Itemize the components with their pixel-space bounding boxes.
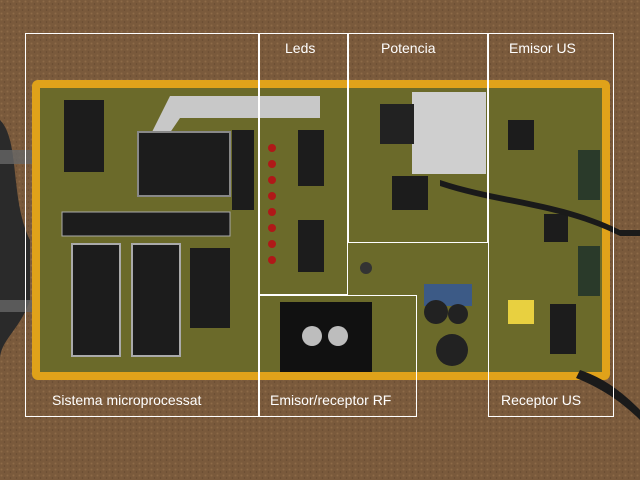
rf-crystal-2 — [328, 326, 348, 346]
dip-chip-5 — [232, 130, 254, 210]
region-emisor-us — [488, 33, 614, 417]
led-column — [268, 144, 276, 264]
power-chip — [392, 176, 428, 210]
cable-left-gray — [0, 150, 40, 164]
capacitor-2 — [448, 304, 468, 324]
power-transistor — [380, 104, 414, 144]
region-leds — [259, 33, 348, 295]
label-potencia: Potencia — [381, 40, 436, 56]
region-potencia — [348, 33, 488, 243]
ribbon-cable — [148, 96, 320, 140]
capacitor-1 — [424, 300, 448, 324]
cable-bottom-right — [576, 370, 640, 420]
led-chip-2 — [298, 220, 324, 272]
us-chip-2 — [550, 304, 576, 354]
dip-chip-2 — [131, 243, 181, 357]
cable-right — [440, 180, 640, 236]
label-micro: Sistema microprocessat — [52, 392, 202, 408]
dip-chip-1 — [71, 243, 121, 357]
us-terminal-2 — [578, 246, 600, 296]
label-leds: Leds — [285, 40, 316, 56]
dip-chip-6 — [190, 248, 230, 328]
us-capacitor — [508, 300, 534, 324]
dip-chip-4 — [64, 100, 104, 172]
led-chip-1 — [298, 130, 324, 186]
us-chip-3 — [544, 214, 568, 242]
capacitor-3 — [436, 334, 468, 366]
label-rf: Emisor/receptor RF — [270, 392, 392, 408]
us-chip-1 — [508, 120, 534, 150]
dip-chip-3 — [61, 211, 231, 237]
rf-module — [280, 302, 372, 372]
region-micro — [25, 33, 259, 417]
region-rf — [259, 295, 417, 417]
label-emisor-us: Emisor US — [509, 40, 576, 56]
rf-knob — [360, 262, 372, 274]
rf-crystal-1 — [302, 326, 322, 346]
us-terminal-1 — [578, 150, 600, 200]
heatsink — [412, 92, 486, 174]
cable-left-gray-2 — [0, 300, 36, 312]
label-receptor-us: Receptor US — [501, 392, 582, 408]
plcc-chip — [137, 131, 231, 197]
